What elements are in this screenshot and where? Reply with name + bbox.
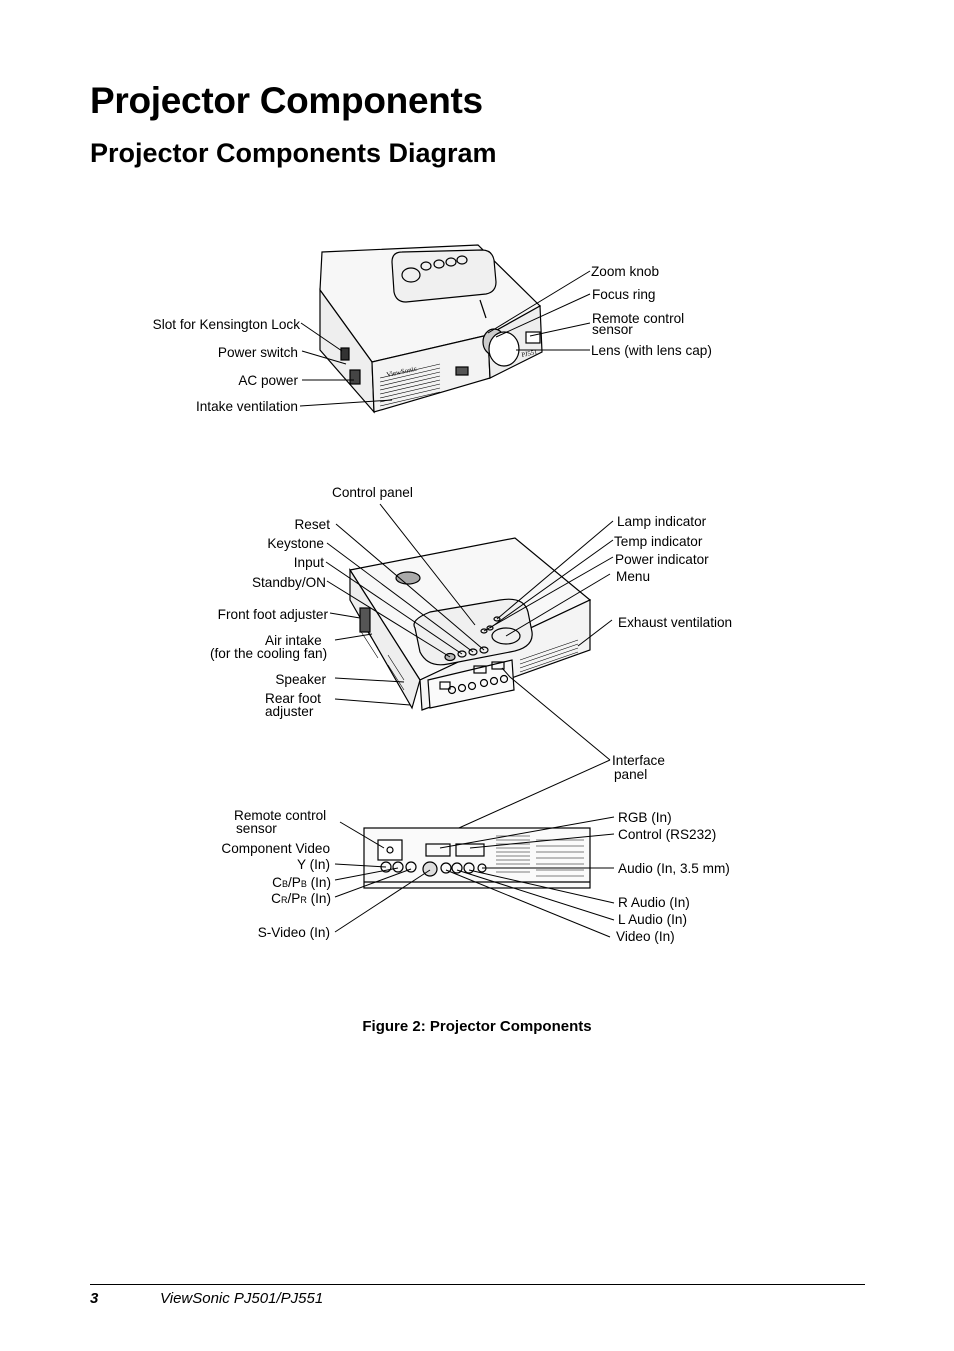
page-title: Projector Components (90, 80, 483, 121)
page-subtitle: Projector Components Diagram (90, 138, 497, 168)
label-interface-panel-line2: panel (614, 767, 648, 782)
label-keystone: Keystone (267, 536, 324, 551)
interface-panel-illustration (363, 827, 591, 889)
label-power-indicator: Power indicator (615, 552, 709, 567)
label-temp-indicator: Temp indicator (614, 534, 703, 549)
label-remote-control-line2: sensor (236, 821, 277, 836)
label-interface-panel-line1: Interface (612, 753, 665, 768)
label-s-video-in: S-Video (In) (257, 925, 330, 940)
projector-front-illustration (319, 244, 543, 414)
label-rear-foot-line2: adjuster (265, 704, 314, 719)
label-menu: Menu (616, 569, 651, 584)
label-ac-power: AC power (238, 373, 298, 388)
label-kensington-lock: Slot for Kensington Lock (152, 317, 300, 332)
label-video-in: Video (In) (616, 929, 675, 944)
label-speaker: Speaker (275, 672, 326, 687)
label-exhaust-ventilation: Exhaust ventilation (618, 615, 733, 630)
label-audio-in: Audio (In, 3.5 mm) (618, 861, 730, 876)
label-intake-ventilation: Intake ventilation (195, 399, 298, 414)
label-air-intake-line2: (for the cooling fan) (210, 646, 328, 661)
label-rgb-in: RGB (In) (618, 810, 672, 825)
footer-divider (90, 1284, 865, 1285)
label-control-panel: Control panel (332, 485, 413, 500)
label-focus-ring: Focus ring (592, 287, 656, 302)
label-reset: Reset (294, 517, 330, 532)
label-rear-foot-line1: Rear foot (265, 691, 321, 706)
label-power-switch: Power switch (217, 345, 298, 360)
label-zoom-knob: Zoom knob (591, 264, 660, 279)
label-l-audio-in: L Audio (In) (618, 912, 688, 927)
label-remote-control-line1: Remote control (234, 808, 327, 823)
label-lamp-indicator: Lamp indicator (617, 514, 707, 529)
figure-caption: Figure 2: Projector Components (362, 1018, 592, 1035)
label-r-audio-in: R Audio (In) (618, 895, 690, 910)
projector-rear-illustration (349, 537, 592, 711)
label-input: Input (293, 555, 324, 570)
page-number: 3 (90, 1290, 99, 1307)
label-component-video: Component Video (221, 841, 330, 856)
label-remote-sensor-line1: Remote control (592, 311, 685, 326)
label-cr-pr-in: CR/PR (In) (271, 891, 331, 906)
label-cb-pb-in: CB/PB (In) (272, 875, 331, 890)
label-air-intake-line1: Air intake (265, 633, 322, 648)
top-view-leader-lines (299, 270, 591, 407)
label-standby-on: Standby/ON (251, 575, 326, 590)
model-text: PJ551 (521, 349, 538, 359)
footer-model: ViewSonic PJ501/PJ551 (160, 1290, 324, 1307)
interface-leader-lines (334, 816, 615, 938)
label-y-in: Y (In) (297, 857, 330, 872)
label-lens: Lens (with lens cap) (591, 343, 712, 358)
label-control-rs232: Control (RS232) (618, 827, 717, 842)
label-front-foot-adjuster: Front foot adjuster (217, 607, 328, 622)
label-remote-sensor-line2: sensor (592, 322, 633, 337)
